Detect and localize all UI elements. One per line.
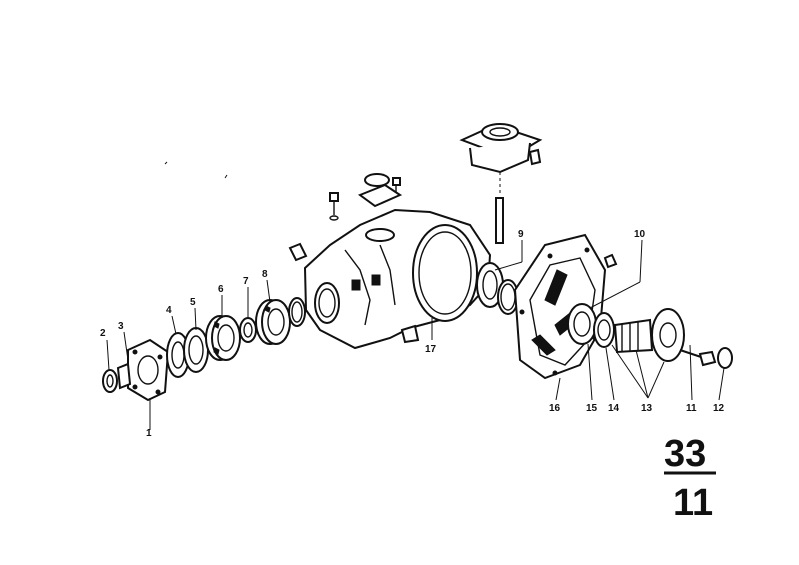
part-12-circlip — [717, 347, 733, 369]
callout-labels: 1 2 3 4 5 6 7 8 9 10 11 12 13 14 15 16 1… — [100, 229, 725, 439]
callout-4: 4 — [166, 305, 172, 316]
part-1-flange — [116, 338, 170, 402]
callout-11: 11 — [686, 403, 697, 414]
part-14-ring — [593, 312, 615, 348]
bolt-left — [329, 192, 339, 221]
group-number-sub: 11 — [673, 482, 713, 524]
leader-lines — [106, 239, 725, 430]
callout-5: 5 — [190, 297, 196, 308]
part-7-spacer — [239, 317, 257, 343]
callout-10: 10 — [634, 229, 646, 240]
callout-14: 14 — [608, 403, 620, 414]
group-number-main: 33 — [664, 433, 706, 475]
part-11-output-shaft — [613, 308, 717, 367]
breather-fitting — [288, 242, 308, 262]
rubber-mount — [459, 123, 543, 244]
callout-9: 9 — [518, 229, 524, 240]
bolt-right — [392, 177, 401, 193]
top-cover-plate — [357, 173, 403, 208]
group-number: 33 11 — [664, 433, 716, 524]
part-8-bearing — [255, 299, 291, 345]
scan-marks — [164, 161, 228, 179]
callout-2: 2 — [100, 328, 106, 339]
callout-6: 6 — [218, 284, 224, 295]
small-o-ring — [288, 297, 306, 327]
callout-7: 7 — [243, 276, 249, 287]
part-15-seal — [567, 303, 597, 345]
callout-17: 17 — [425, 344, 437, 355]
callout-15: 15 — [586, 403, 598, 414]
callout-12: 12 — [713, 403, 725, 414]
part-2-washer — [102, 369, 118, 393]
callout-1: 1 — [146, 428, 152, 439]
callout-16: 16 — [549, 403, 561, 414]
part-16-rear-cover — [513, 233, 618, 380]
callout-8: 8 — [262, 269, 268, 280]
callout-3: 3 — [118, 321, 124, 332]
part-17-housing — [303, 208, 492, 350]
part-6-bearing — [205, 315, 241, 361]
callout-13: 13 — [641, 403, 653, 414]
part-5-seal — [183, 327, 209, 373]
